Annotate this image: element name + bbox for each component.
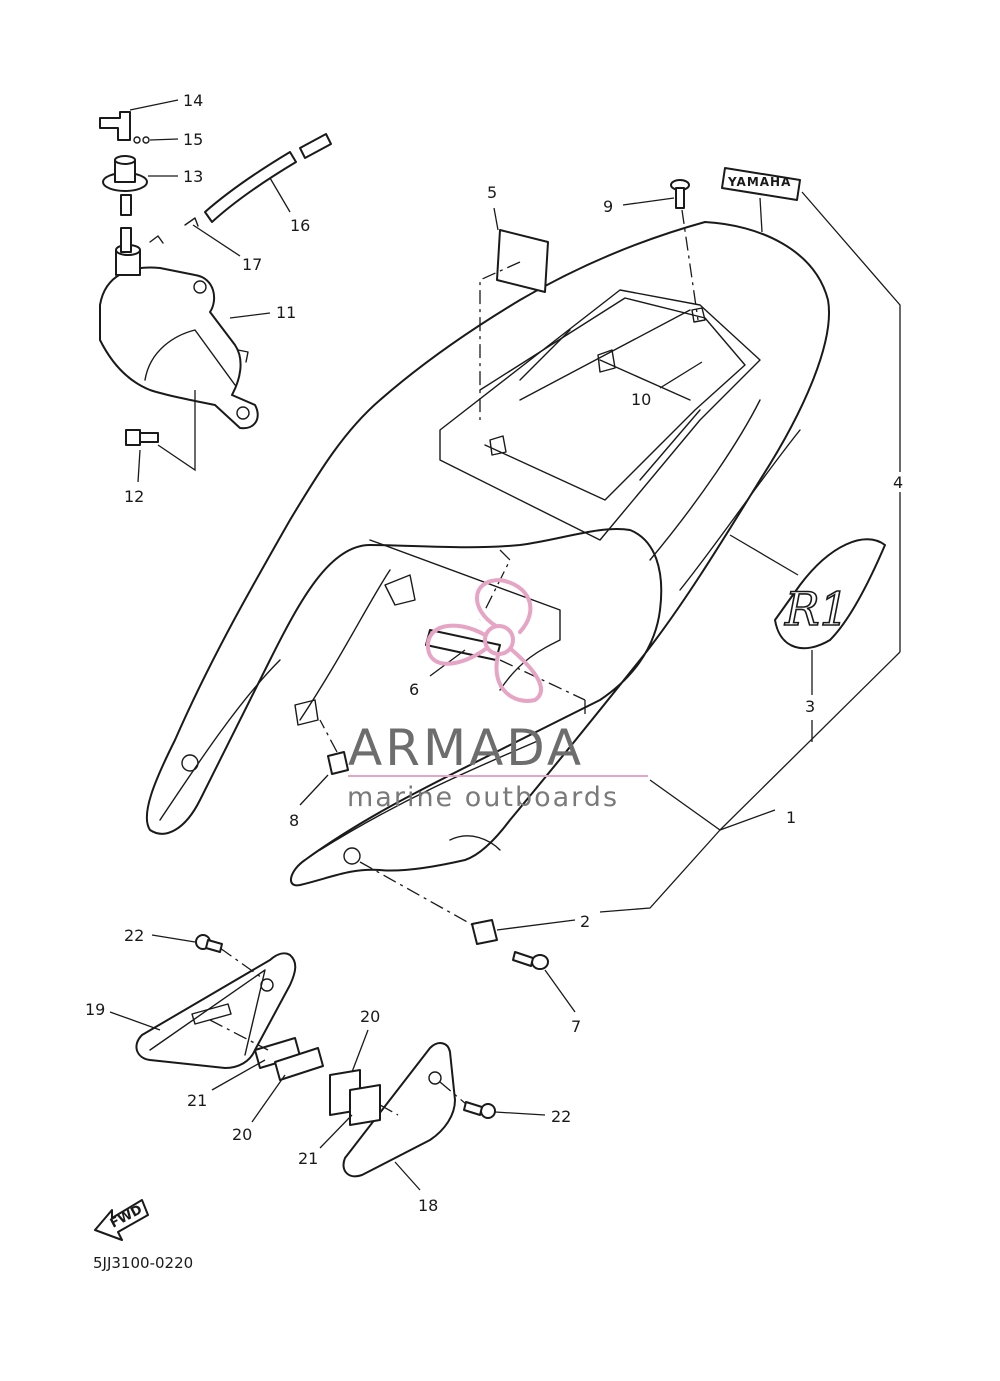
callout-15: 15: [183, 130, 203, 149]
callout-10: 10: [631, 390, 651, 409]
overflow-tank: [99, 235, 259, 430]
callout-22: 22: [124, 926, 144, 945]
callout-4: 4: [893, 473, 903, 492]
caution-label: [496, 229, 549, 293]
callout-5: 5: [487, 183, 497, 202]
watermark-subtitle: marine outboards: [347, 782, 619, 813]
callout-14: 14: [183, 91, 203, 110]
pad-21-right: [349, 1084, 381, 1126]
callout-3: 3: [805, 697, 815, 716]
side-cover-right: [342, 1042, 456, 1178]
callout-17: 17: [242, 255, 262, 274]
callout-11: 11: [276, 303, 296, 322]
callout-21-second: 21: [298, 1149, 318, 1168]
damper-tape: [425, 629, 501, 661]
hose-clip: [133, 136, 150, 144]
forward-arrow-icon: FWD: [94, 1199, 149, 1241]
callout-12: 12: [124, 487, 144, 506]
callout-18: 18: [418, 1196, 438, 1215]
callout-21: 21: [187, 1091, 207, 1110]
grommet-8: [327, 751, 349, 775]
overflow-hose: [204, 133, 332, 223]
seat-cowling: [145, 221, 830, 887]
decal-text: YAMAHA: [727, 175, 791, 189]
callout-2: 2: [580, 912, 590, 931]
propeller-logo-icon: [425, 578, 543, 703]
callout-13: 13: [183, 167, 203, 186]
screw-22-lower: [463, 1101, 496, 1119]
breather-elbow: [99, 111, 131, 141]
leader-lines: [109, 99, 901, 1191]
callout-numbers: 1 2 3 4 5 6 7 8 9 10 11 12 13 14 15 16 1…: [85, 91, 903, 1215]
grommet: [471, 919, 498, 945]
callout-8: 8: [289, 811, 299, 830]
callout-7: 7: [571, 1017, 581, 1036]
screw-9: [670, 179, 690, 209]
watermark-title: ARMADA: [348, 719, 584, 777]
callout-9: 9: [603, 197, 613, 216]
callout-1: 1: [786, 808, 796, 827]
callout-19: 19: [85, 1000, 105, 1019]
emblem-text: R1: [784, 582, 849, 636]
hose-band: [184, 217, 199, 227]
callout-20: 20: [360, 1007, 380, 1026]
part-code: 5JJ3100-0220: [93, 1254, 193, 1272]
yamaha-decal: YAMAHA: [721, 167, 801, 201]
screw-7: [512, 951, 549, 970]
screw-22-upper: [195, 934, 223, 953]
callout-6: 6: [409, 680, 419, 699]
armada-watermark: ARMADA marine outboards: [347, 578, 648, 813]
callout-20-second: 20: [232, 1125, 252, 1144]
tank-bolt: [125, 429, 159, 446]
callout-22-second: 22: [551, 1107, 571, 1126]
side-cover-left: [135, 952, 297, 1069]
pad-20-left: [274, 1047, 324, 1081]
tank-cap: [102, 155, 148, 253]
callout-16: 16: [290, 216, 310, 235]
r1-emblem: R1: [774, 538, 886, 650]
